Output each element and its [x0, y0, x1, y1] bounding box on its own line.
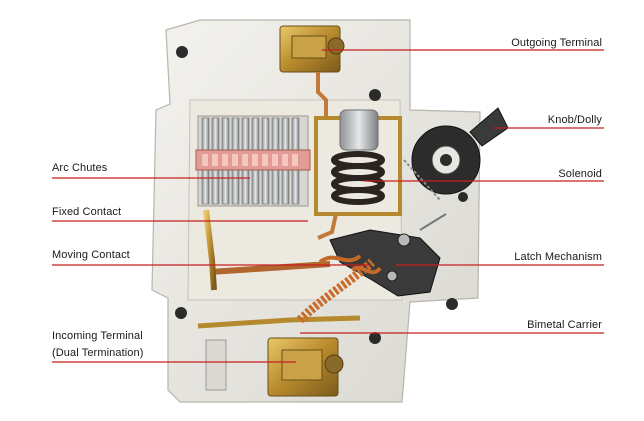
label-bimetal-carrier: Bimetal Carrier — [527, 319, 602, 331]
label-arc-chutes: Arc Chutes — [52, 162, 108, 174]
label-outgoing-terminal: Outgoing Terminal — [511, 37, 602, 49]
knob-dolly-part — [403, 107, 509, 201]
label-knob-dolly: Knob/Dolly — [547, 114, 602, 126]
label-fixed-contact: Fixed Contact — [52, 206, 122, 218]
bimetal-carrier-part — [197, 258, 376, 329]
label-incoming-terminal: Incoming Terminal — [52, 330, 143, 342]
leader-lines — [52, 49, 604, 363]
latch-mechanism-part — [329, 213, 447, 297]
label-moving-contact: Moving Contact — [52, 249, 130, 261]
incoming-terminal-part — [205, 337, 344, 397]
label-solenoid: Solenoid — [558, 168, 602, 180]
solenoid-part — [314, 109, 402, 240]
label-latch-mechanism: Latch Mechanism — [514, 251, 602, 263]
label-incoming-terminal-dual: (Dual Termination) — [52, 347, 144, 359]
arc-chutes-part — [195, 115, 311, 207]
